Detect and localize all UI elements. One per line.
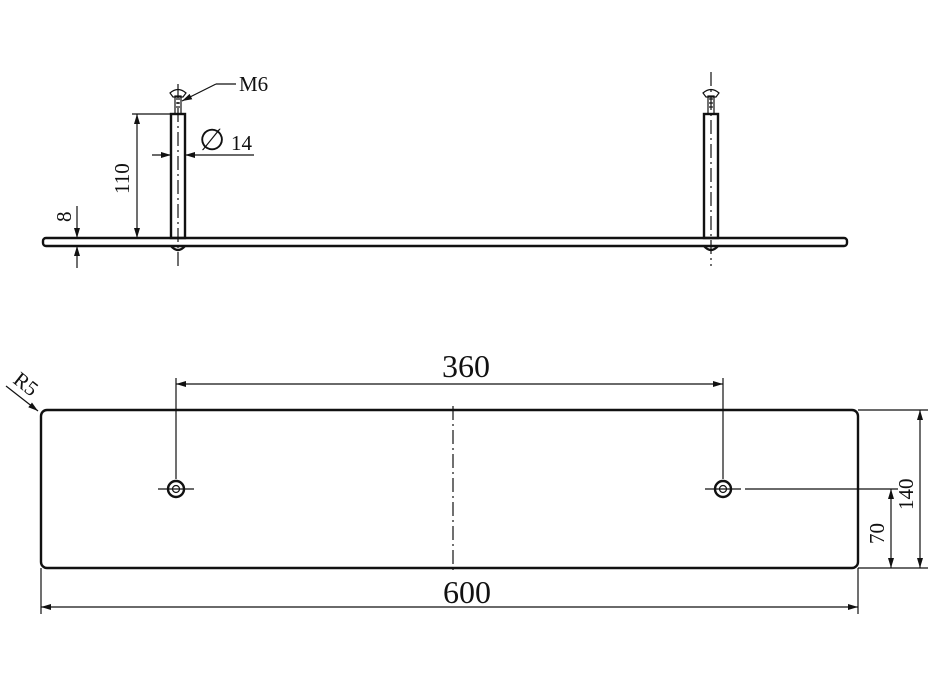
- plate-thickness-label: 8: [52, 212, 76, 223]
- overall-width-label: 140: [894, 479, 918, 511]
- pin-height-label: 110: [110, 163, 134, 194]
- right-hole: [705, 479, 741, 499]
- hole-offset-dimension: 70: [745, 488, 928, 569]
- side-plate: [41, 236, 849, 248]
- corner-radius-label: R5: [9, 367, 43, 401]
- diameter-value: 14: [231, 131, 253, 155]
- hole-spacing-dimension: 360: [175, 348, 724, 479]
- top-view: R5 360 600 70: [5, 348, 928, 614]
- pin-height-dimension: 110: [110, 113, 171, 238]
- left-pin: [169, 84, 187, 270]
- overall-width-dimension: 140: [858, 409, 928, 568]
- left-hole: [158, 479, 194, 499]
- thread-callout: M6: [181, 72, 268, 102]
- overall-length-dimension: 600: [40, 568, 859, 614]
- diameter-symbol: ∅: [199, 124, 225, 157]
- hole-offset-label: 70: [865, 523, 889, 544]
- side-view: M6 ∅ 14 110 8: [41, 72, 849, 270]
- plate-thickness-dimension: 8: [52, 206, 86, 268]
- thread-label: M6: [239, 72, 268, 96]
- overall-length-label: 600: [443, 574, 491, 610]
- diameter-dimension: ∅ 14: [152, 124, 254, 158]
- hole-spacing-label: 360: [442, 348, 490, 384]
- right-pin: [702, 72, 720, 266]
- corner-radius-callout: R5: [5, 367, 43, 412]
